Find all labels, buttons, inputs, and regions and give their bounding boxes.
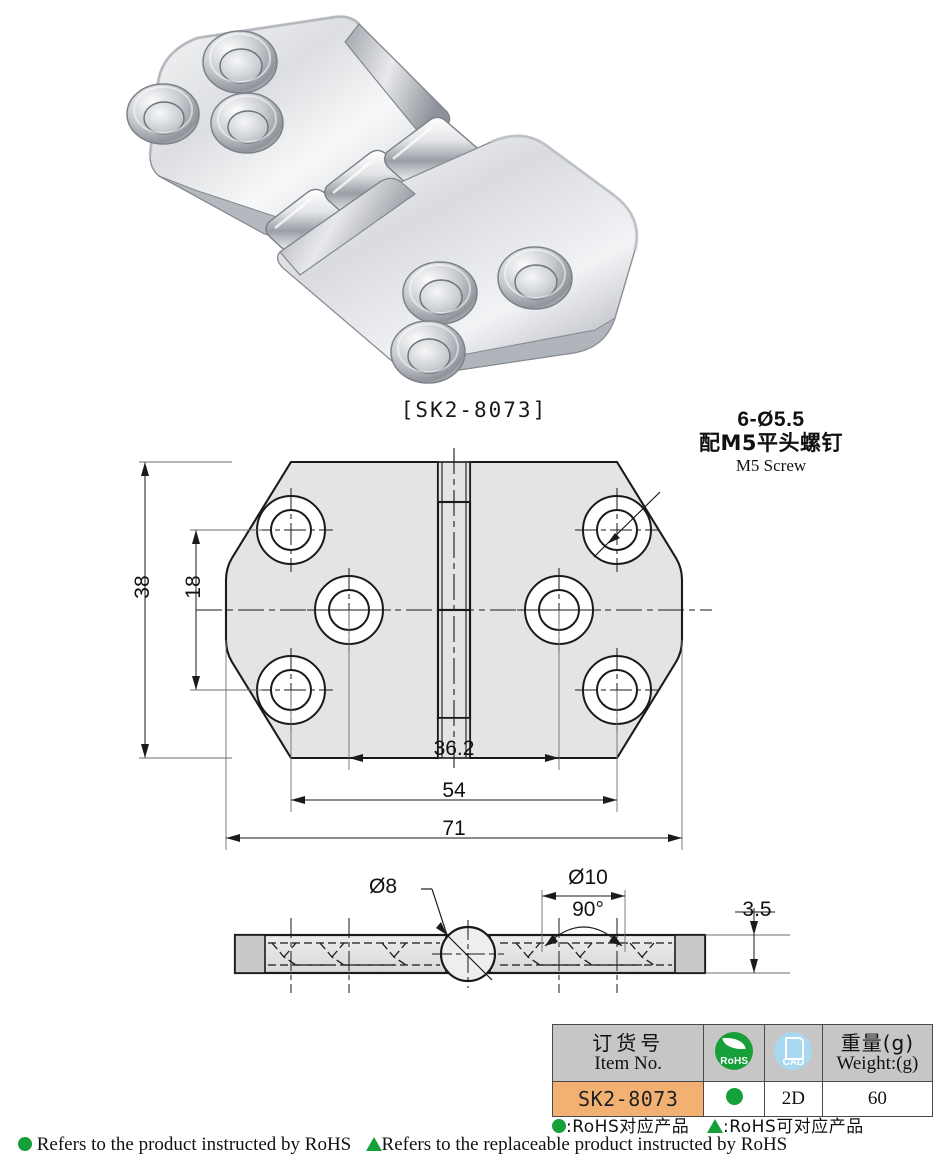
cad-icon: CAD (774, 1031, 813, 1070)
dimension-height-overall: 38 (131, 575, 154, 599)
header-weight: 重量(g) Weight:(g) (821, 1024, 934, 1082)
countersunk-hole-upper-2 (126, 83, 200, 145)
product-photo (126, 15, 639, 384)
table-data-row: SK2-8073 2D 60 (551, 1081, 934, 1117)
legend-tri-text-en: Refers to the replaceable product instru… (381, 1134, 788, 1155)
dimension-width-mid: 54 (442, 779, 466, 802)
header-cad: CAD (764, 1024, 823, 1082)
dimension-width-inner: 36.2 (433, 737, 475, 760)
legend-chinese: :RoHS对应产品 :RoHS可对应产品 (552, 1112, 942, 1137)
header-item-no-cn: 订货号 (592, 1030, 665, 1055)
side-view-drawing (233, 888, 790, 993)
dimension-hole-pitch: 18 (182, 575, 205, 599)
header-item-no: 订货号 Item No. (551, 1024, 705, 1082)
legend-triangle-icon-cn (706, 1119, 723, 1133)
dimension-width-overall: 71 (442, 817, 466, 840)
legend-tri-text-cn: :RoHS可对应产品 (722, 1117, 864, 1137)
legend-dot-icon-cn (552, 1119, 566, 1133)
cad-doc-shape (785, 1036, 805, 1060)
legend-dot-icon-en (18, 1137, 32, 1151)
dimension-barrel-dia: Ø8 (369, 875, 398, 898)
countersunk-hole-upper-1 (202, 30, 278, 94)
part-code-label: [SK2-8073] (400, 398, 548, 422)
countersunk-hole-upper-3 (210, 92, 284, 154)
dimension-thickness: 3.5 (742, 898, 772, 921)
callout-line-1: 6-Ø5.5 (737, 408, 805, 431)
legend-dot-text-cn: :RoHS对应产品 (566, 1117, 690, 1137)
countersunk-hole-lower-2 (497, 246, 573, 310)
dimension-countersink-angle: 90° (572, 898, 604, 921)
cell-weight: 60 (821, 1081, 934, 1117)
plan-view-drawing (139, 448, 712, 850)
header-rohs: RoHS (703, 1024, 766, 1082)
dimension-counterbore-dia: Ø10 (568, 866, 608, 889)
header-item-no-en: Item No. (594, 1052, 662, 1074)
callout-line-2: 配M5平头螺钉 (698, 430, 843, 455)
countersunk-hole-lower-3 (390, 320, 466, 384)
rohs-icon-label: RoHS (720, 1055, 749, 1067)
rohs-dot-icon (725, 1088, 743, 1105)
cell-cad: 2D (764, 1081, 823, 1117)
rohs-leaf-shape (722, 1035, 746, 1051)
spec-table: 订货号 Item No. RoHS CAD 重量(g) Weight:(g) (551, 1024, 934, 1117)
header-weight-en: Weight:(g) (836, 1052, 919, 1074)
table-header-row: 订货号 Item No. RoHS CAD 重量(g) Weight:(g) (551, 1024, 934, 1082)
legend-triangle-icon-en (365, 1137, 382, 1151)
rohs-icon: RoHS (715, 1031, 754, 1070)
legend-english: Refers to the product instructed by RoHS… (18, 1134, 938, 1156)
cell-rohs (703, 1081, 766, 1117)
legend-dot-text-en: Refers to the product instructed by RoHS (36, 1134, 352, 1155)
cell-item-no: SK2-8073 (551, 1081, 705, 1117)
header-weight-cn: 重量(g) (840, 1030, 915, 1055)
callout-line-3: M5 Screw (735, 456, 807, 476)
cad-icon-label: CAD (782, 1056, 805, 1068)
countersunk-hole-lower-1 (402, 261, 478, 325)
hinge-leaf-lower (276, 134, 639, 377)
hole-callout: 6-Ø5.5 配M5平头螺钉 M5 Screw (646, 408, 896, 475)
